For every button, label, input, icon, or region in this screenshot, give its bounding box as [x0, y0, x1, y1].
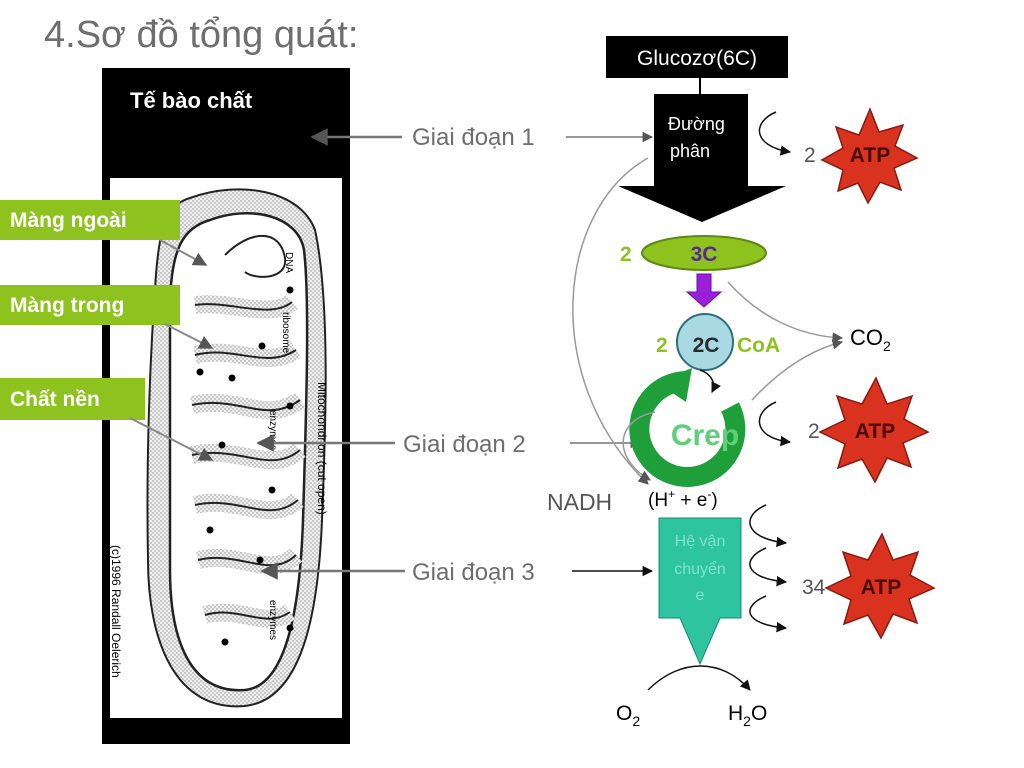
water-label: H2O [728, 702, 767, 729]
water-arrow [647, 665, 751, 691]
hydrogen-electron-label: (H+ + e-) [648, 487, 718, 511]
mitochondrion-illustration [146, 188, 327, 708]
etc-label-line2: chuyển [674, 560, 726, 578]
atp-label-2: ATP [855, 420, 895, 443]
acetyl-circle [676, 313, 734, 371]
enzymes-label: enzymes [267, 410, 278, 450]
atp-count-2: 2 [808, 420, 820, 443]
nadh-label: NADH [547, 489, 612, 515]
etc-arrow [658, 517, 742, 666]
atp-starburst-2 [818, 376, 930, 484]
glucose-box [606, 36, 788, 78]
krebs-cycle [629, 368, 746, 487]
enzymes-label-2: enzymes [267, 600, 278, 640]
nadh-curve-short [622, 411, 656, 481]
co2-label: CO2 [850, 325, 891, 354]
nadh-curve-long [572, 157, 649, 485]
outer-membrane-box [0, 200, 180, 240]
etc-label-line1: Hệ vận [675, 533, 726, 550]
etc-label-line3: e [696, 587, 705, 604]
stage-2-label: Giai đoạn 2 [403, 431, 526, 458]
glycolysis-label-line2: phân [670, 141, 710, 161]
krebs-label: Crep [671, 419, 739, 452]
dna-label: DNA [283, 252, 294, 273]
atp-count-1: 2 [804, 144, 816, 167]
stage-3-label: Giai đoạn 3 [412, 559, 535, 586]
atp-starburst-3 [824, 532, 936, 640]
atp-curl-arrows [749, 111, 792, 633]
oxygen-label: O2 [616, 702, 640, 729]
inner-membrane-label: Màng trong [10, 294, 124, 317]
coa-label: CoA [737, 334, 780, 357]
purple-arrow [685, 273, 723, 308]
pyruvate-label: 3C [691, 243, 718, 266]
atp-count-3: 34 [802, 576, 826, 599]
mitochondrion-caption: Mitochondrion (cut open) [315, 382, 329, 515]
label-pointer-lines [129, 239, 214, 461]
co2-arrows [727, 281, 844, 401]
outer-membrane-label: Màng ngoài [10, 209, 127, 232]
acetyl-to-krebs-arrow [699, 369, 721, 393]
inner-membrane-box [0, 285, 180, 325]
glycolysis-label-line1: Đường [668, 114, 725, 134]
stage-1-label: Giai đoạn 1 [412, 124, 535, 151]
stage-arrows [256, 128, 654, 580]
matrix-box [0, 378, 145, 420]
matrix-label: Chất nền [10, 388, 100, 411]
page-title: 4.Sơ đồ tổng quát: [44, 14, 359, 56]
acetyl-count: 2 [656, 334, 668, 357]
credit-caption: (c)1996 Randall Oelerich [109, 545, 123, 678]
atp-label-3: ATP [861, 576, 901, 599]
glycolysis-arrow [618, 94, 786, 222]
glucose-label: Glucozơ(6C) [637, 47, 757, 70]
acetyl-label: 2C [693, 334, 720, 357]
atp-starburst-1 [820, 107, 919, 205]
atp-label-1: ATP [850, 144, 890, 167]
ribosome-label: ribosome [280, 312, 291, 354]
pyruvate-ellipse [641, 235, 767, 271]
cytoplasm-label: Tế bào chất [130, 88, 253, 113]
pyruvate-count: 2 [620, 243, 632, 266]
